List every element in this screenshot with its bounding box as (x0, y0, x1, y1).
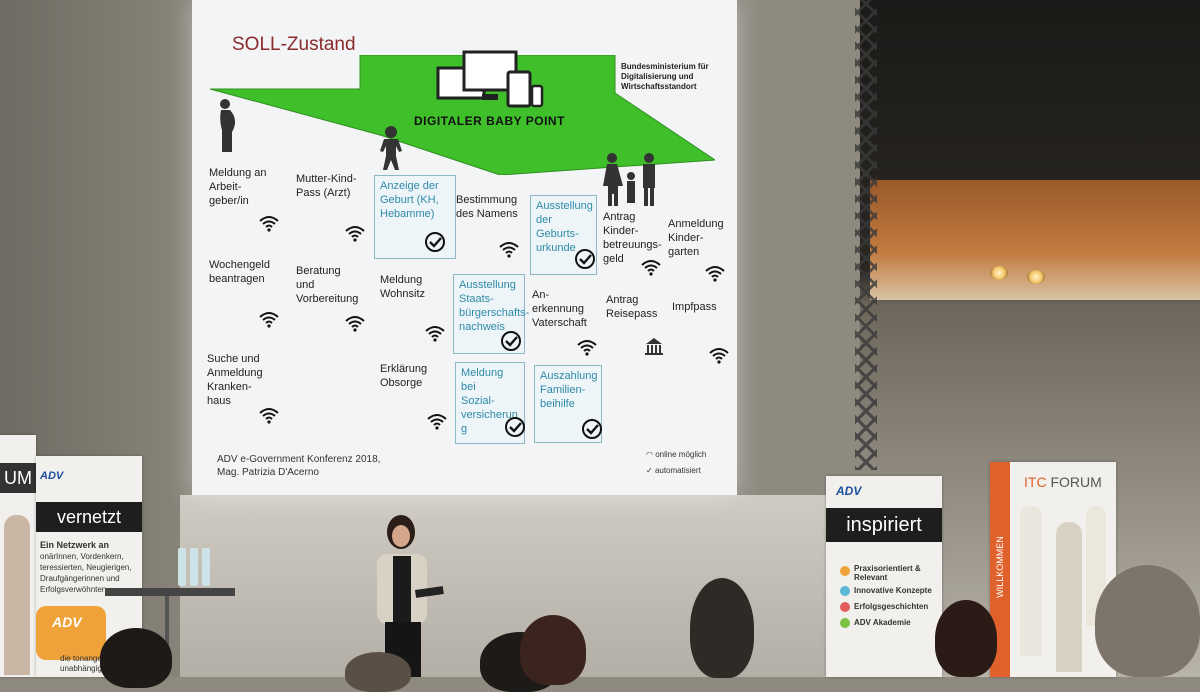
slide-footer: ADV e-Government Konferenz 2018, Mag. Pa… (217, 453, 380, 479)
wifi-icon (259, 216, 279, 232)
stage-lamp (1027, 270, 1045, 284)
ministry-line: Bundesministerium für (621, 62, 709, 71)
bullet-icon (840, 586, 850, 596)
banner-right-side-text: WILLKOMMEN (995, 536, 1005, 598)
check-icon: ✓ (646, 466, 653, 475)
banner-right-title: ITC FORUM (1024, 474, 1102, 490)
wifi-icon (259, 312, 279, 328)
building-icon (645, 338, 663, 355)
water-bottle (190, 548, 198, 586)
audience-head (345, 652, 411, 692)
banner-right-stripe (990, 462, 1010, 677)
slide-legend: ◠ online möglich ✓ automatisiert (646, 447, 706, 479)
lectern-table (105, 588, 235, 596)
person-photo (4, 515, 30, 675)
banner-center-title: inspiriert (826, 508, 942, 542)
bullet-icon (840, 618, 850, 628)
wifi-icon (259, 408, 279, 424)
footer-speaker: Mag. Patrizia D'Acerno (217, 467, 319, 478)
wifi-icon (499, 242, 519, 258)
funnel-label: DIGITALER BABY POINT (414, 114, 565, 128)
ministry-line: Digitalisierung und (621, 72, 694, 81)
bullet-icon (840, 602, 850, 612)
banner-item: Innovative Konzepte (854, 586, 932, 595)
check-icon (501, 331, 521, 351)
slide-title: SOLL-Zustand (232, 34, 356, 55)
baby-icon (380, 126, 402, 170)
check-icon (425, 232, 445, 252)
wifi-icon (709, 348, 729, 364)
person-photo (1020, 506, 1042, 656)
banner-left-text: Ein Netzwerk an onärInnen, Vordenkern, t… (40, 540, 132, 594)
table-leg (165, 596, 169, 656)
stage-truss (855, 0, 877, 470)
wifi-icon (427, 414, 447, 430)
audience-head (935, 600, 997, 677)
check-icon (505, 417, 525, 437)
audience-head (690, 578, 754, 678)
banner-item: Praxisorientiert &Relevant (854, 564, 921, 582)
water-bottle (202, 548, 210, 586)
service-tile: Mutter-Kind-Pass (Arzt) (296, 173, 357, 199)
wifi-icon (345, 316, 365, 332)
puzzle-logo: ADV (52, 614, 82, 630)
puzzle-graphic: ADV (36, 606, 106, 660)
bullet-icon (840, 566, 850, 576)
family-icon (603, 153, 655, 206)
banner-far-left: UM (0, 435, 36, 677)
banner-item: Erfolgsgeschichten (854, 602, 929, 611)
audience-head (1095, 565, 1200, 677)
check-icon (582, 419, 602, 439)
footer-conference: ADV e-Government Konferenz 2018, (217, 454, 381, 465)
audience-head (100, 628, 172, 688)
legend-automated: automatisiert (654, 466, 701, 475)
wifi-icon (577, 340, 597, 356)
projected-slide: SOLL-Zustand Bundesministerium für Digit… (192, 0, 737, 495)
banner-left-logo: ADV (40, 470, 64, 482)
wifi-icon (641, 260, 661, 276)
service-tile: Impfpass (672, 301, 717, 313)
check-icon (575, 249, 595, 269)
wifi-icon (345, 226, 365, 242)
wifi-icon (425, 326, 445, 342)
water-bottle (178, 548, 186, 586)
wifi-icon: ◠ (646, 450, 653, 459)
banner-left-title: vernetzt (36, 502, 142, 532)
audience-head (520, 615, 586, 685)
wifi-icon (705, 266, 725, 282)
legend-online: online möglich (655, 450, 707, 459)
pregnant-woman-icon (220, 99, 236, 152)
stage-lamp (990, 266, 1008, 280)
banner-left: ADV vernetzt Ein Netzwerk an onärInnen, … (36, 456, 142, 677)
person-photo (1056, 522, 1082, 672)
banner-item: ADV Akademie (854, 618, 911, 627)
banner-far-left-title: UM (0, 463, 36, 493)
banner-center-logo: ADV (836, 484, 862, 498)
ministry-line: Wirtschaftsstandort (621, 82, 697, 91)
banner-center: ADV inspiriert Praxisorientiert &Relevan… (826, 476, 942, 677)
devices-icon (436, 50, 544, 108)
funnel-arrow (210, 55, 715, 175)
